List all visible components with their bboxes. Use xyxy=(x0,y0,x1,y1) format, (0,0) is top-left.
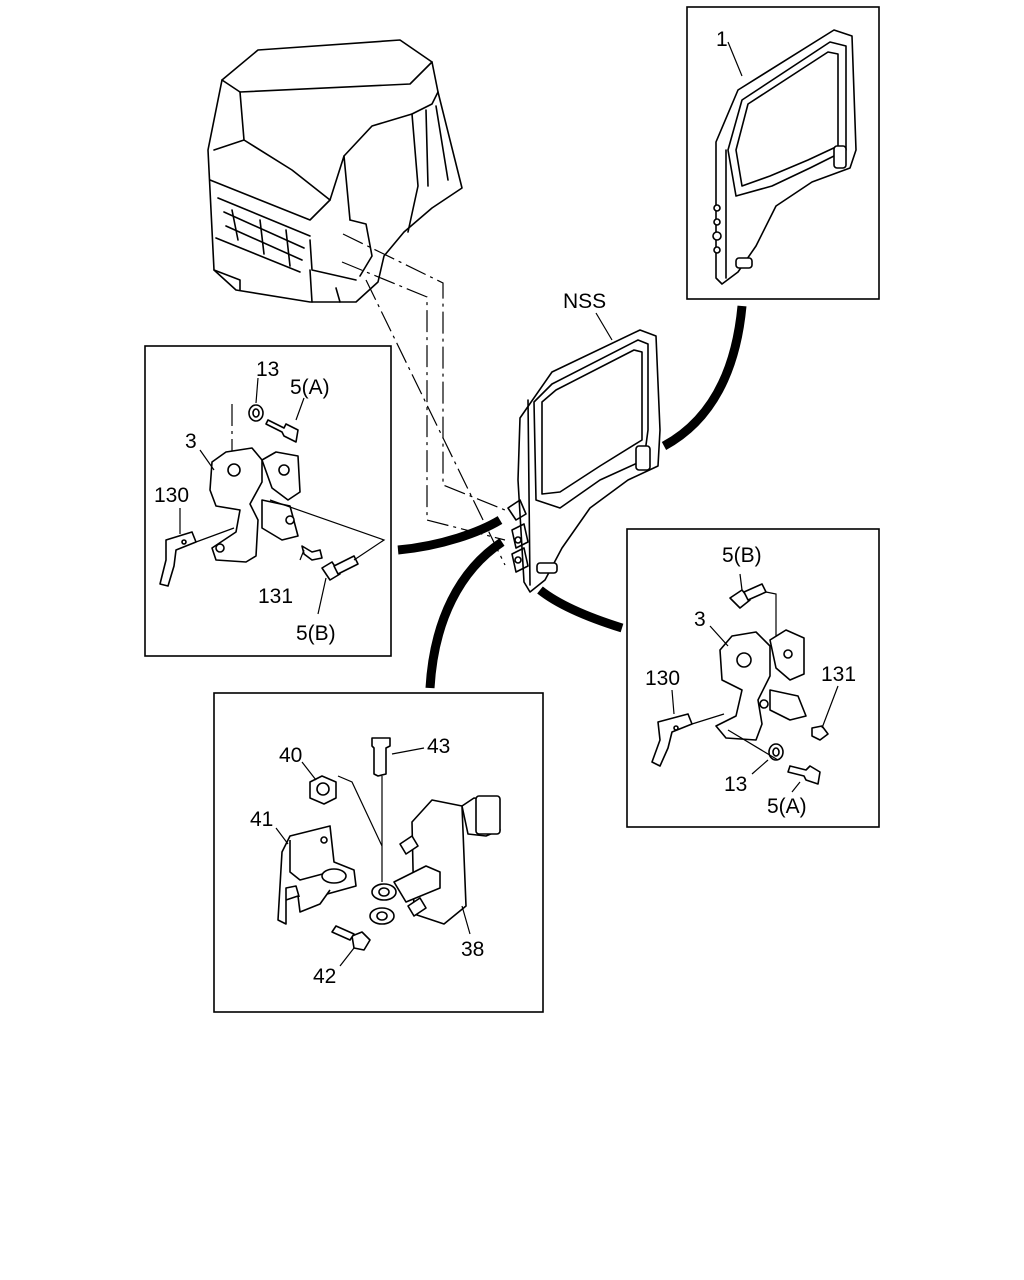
label-left-bolt-b: 5(B) xyxy=(296,622,336,645)
label-right-washer: 13 xyxy=(724,773,747,796)
label-check-door-check: 38 xyxy=(461,938,484,961)
label-left-pin: 131 xyxy=(258,585,293,608)
label-right-bolt-b: 5(B) xyxy=(722,544,762,567)
detail-door-check: 40 43 41 42 38 xyxy=(213,692,544,1013)
label-right-pin: 131 xyxy=(821,663,856,686)
label-left-hinge: 3 xyxy=(185,430,197,453)
label-door: 1 xyxy=(716,28,728,51)
label-right-bolt-a: 5(A) xyxy=(767,795,807,818)
door-nss xyxy=(507,329,661,593)
label-door-side: NSS xyxy=(563,290,606,313)
detail-hinge-left: 13 5(A) 3 130 131 5(B) xyxy=(144,345,392,657)
label-check-bracket: 41 xyxy=(250,808,273,831)
label-check-nut: 40 xyxy=(279,744,302,767)
label-right-hinge: 3 xyxy=(694,608,706,631)
label-right-shim: 130 xyxy=(645,667,680,690)
detail-hinge-right: 5(B) 3 130 131 13 5(A) xyxy=(626,528,880,828)
truck-cab xyxy=(207,39,463,303)
label-left-washer: 13 xyxy=(256,358,279,381)
detail-door-box: 1 xyxy=(686,6,880,300)
label-check-bolt: 42 xyxy=(313,965,336,988)
label-check-pin: 43 xyxy=(427,735,450,758)
label-left-shim: 130 xyxy=(154,484,189,507)
label-left-bolt-a: 5(A) xyxy=(290,376,330,399)
